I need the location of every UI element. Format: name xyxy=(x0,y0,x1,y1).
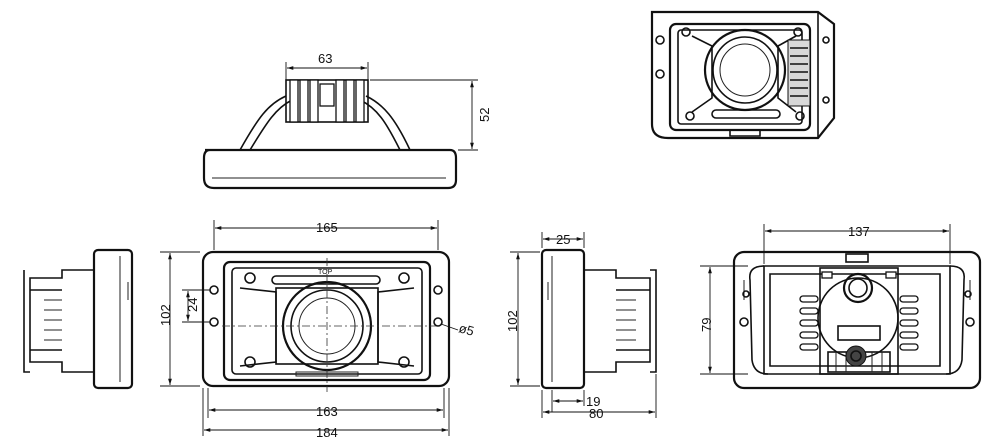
dim-front-screw-spacing: 24 xyxy=(185,298,200,312)
dim-back-height: 79 xyxy=(699,318,714,332)
dim-front-hole-diameter: ø5 xyxy=(457,320,476,338)
dim-front-height: 102 xyxy=(158,304,173,326)
dim-front-inner-width: 165 xyxy=(316,220,338,235)
right-side-view: 25 102 19 80 xyxy=(505,232,657,421)
dim-side-body-depth: 19 xyxy=(586,394,600,409)
iso-heatsink-fins xyxy=(787,39,811,107)
top-marking: TOP xyxy=(318,269,333,276)
back-heatsink xyxy=(799,267,919,375)
dim-top-height: 52 xyxy=(477,108,492,122)
back-view: 137 79 xyxy=(699,224,982,390)
isometric-view xyxy=(650,10,836,140)
dim-top-heatsink-width: 63 xyxy=(318,51,332,66)
dim-front-lens-width: 163 xyxy=(316,404,338,419)
top-heatsink xyxy=(285,79,369,123)
dim-back-width: 137 xyxy=(848,224,870,239)
dim-side-height: 102 xyxy=(505,310,520,332)
left-side-view xyxy=(23,248,134,390)
dim-front-total-width: 184 xyxy=(316,425,338,440)
top-view: 63 52 xyxy=(202,51,492,190)
dim-side-total-depth: 80 xyxy=(589,406,603,421)
dim-side-lip-depth: 25 xyxy=(556,232,570,247)
front-view: TOP 165 102 24 ø5 xyxy=(158,220,476,440)
